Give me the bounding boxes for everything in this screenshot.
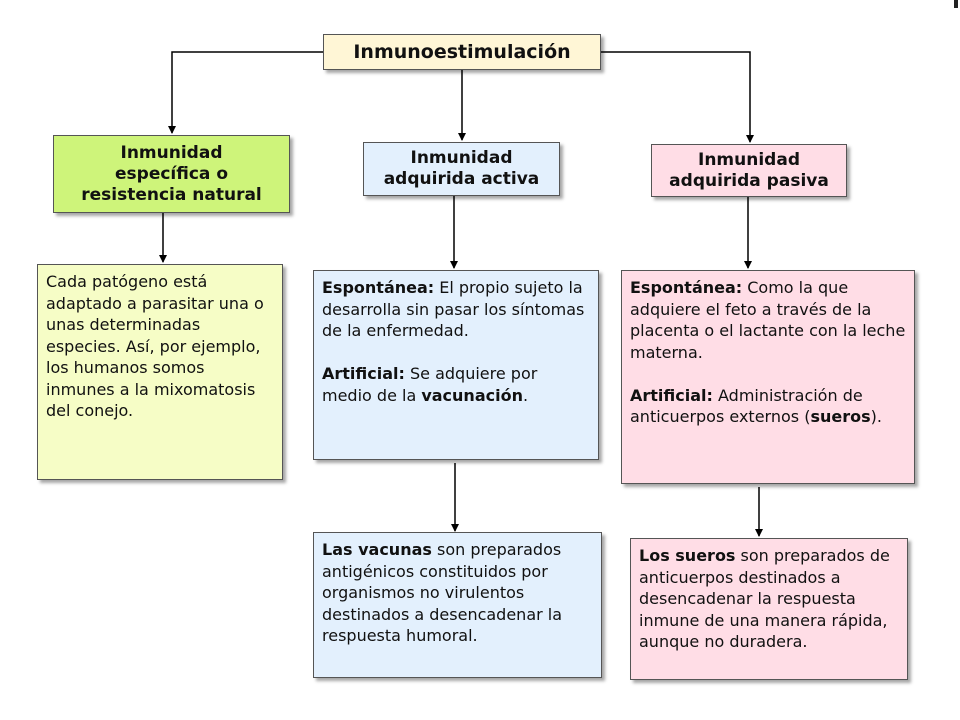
active-spontaneous-text: El propio sujeto la desarrolla sin pasar… <box>322 278 585 340</box>
vaccines-paragraph: Las vacunas son preparados antigénicos c… <box>322 539 593 647</box>
active-artificial-text: Se adquiere por medio de la <box>322 364 538 405</box>
serums-paragraph: Los sueros son preparados de anticuerpos… <box>639 545 899 653</box>
passive-artificial-bold: sueros <box>810 407 871 426</box>
serums-text: son preparados de anticuerpos destinados… <box>639 546 890 651</box>
active-artificial-bold: vacunación <box>421 385 523 405</box>
arrow-root-to-passive <box>601 51 754 143</box>
serums-detail: Los sueros son preparados de anticuerpos… <box>630 538 908 680</box>
active-immunity-title: Inmunidad adquirida activa <box>383 148 540 189</box>
passive-artificial-paragraph: Artificial: Administración de anticuerpo… <box>630 385 906 428</box>
passive-artificial-term: Artificial: <box>630 385 713 405</box>
serums-term: Los sueros <box>639 546 736 565</box>
passive-artificial-end: ). <box>870 407 882 426</box>
active-immunity-description: Espontánea: El propio sujeto la desarrol… <box>313 270 599 460</box>
active-spontaneous-paragraph: Espontánea: El propio sujeto la desarrol… <box>322 277 590 342</box>
root-node: Inmunoestimulación <box>323 34 601 70</box>
passive-immunity-description: Espontánea: Como la que adquiere el feto… <box>621 270 915 484</box>
passive-spontaneous-term: Espontánea: <box>630 278 743 297</box>
active-immunity-node: Inmunidad adquirida activa <box>363 142 560 196</box>
vaccines-detail: Las vacunas son preparados antigénicos c… <box>313 532 602 678</box>
specific-description-text: Cada patógeno está adaptado a parasitar … <box>46 272 264 420</box>
passive-spontaneous-text: Como la que adquiere el feto a través de… <box>630 278 906 362</box>
vaccines-text: son preparados antigénicos constituidos … <box>322 540 563 645</box>
active-spontaneous-term: Espontánea: <box>322 278 435 297</box>
passive-artificial-text: Administración de anticuerpos externos ( <box>630 385 863 427</box>
root-label: Inmunoestimulación <box>353 40 571 63</box>
specific-immunity-node: Inmunidad específica o resistencia natur… <box>53 135 290 213</box>
vaccines-term: Las vacunas <box>322 540 432 559</box>
corner-mark <box>954 0 958 8</box>
active-artificial-end: . <box>522 385 529 405</box>
arrow-root-to-specific <box>168 51 323 134</box>
active-artificial-paragraph: Artificial: Se adquiere por medio de la … <box>322 363 590 406</box>
active-artificial-term: Artificial: <box>322 364 405 383</box>
specific-immunity-description: Cada patógeno está adaptado a parasitar … <box>37 264 283 480</box>
passive-immunity-node: Inmunidad adquirida pasiva <box>651 144 847 197</box>
passive-immunity-title: Inmunidad adquirida pasiva <box>669 149 829 191</box>
specific-immunity-title: Inmunidad específica o resistencia natur… <box>81 142 262 205</box>
passive-spontaneous-paragraph: Espontánea: Como la que adquiere el feto… <box>630 277 906 363</box>
